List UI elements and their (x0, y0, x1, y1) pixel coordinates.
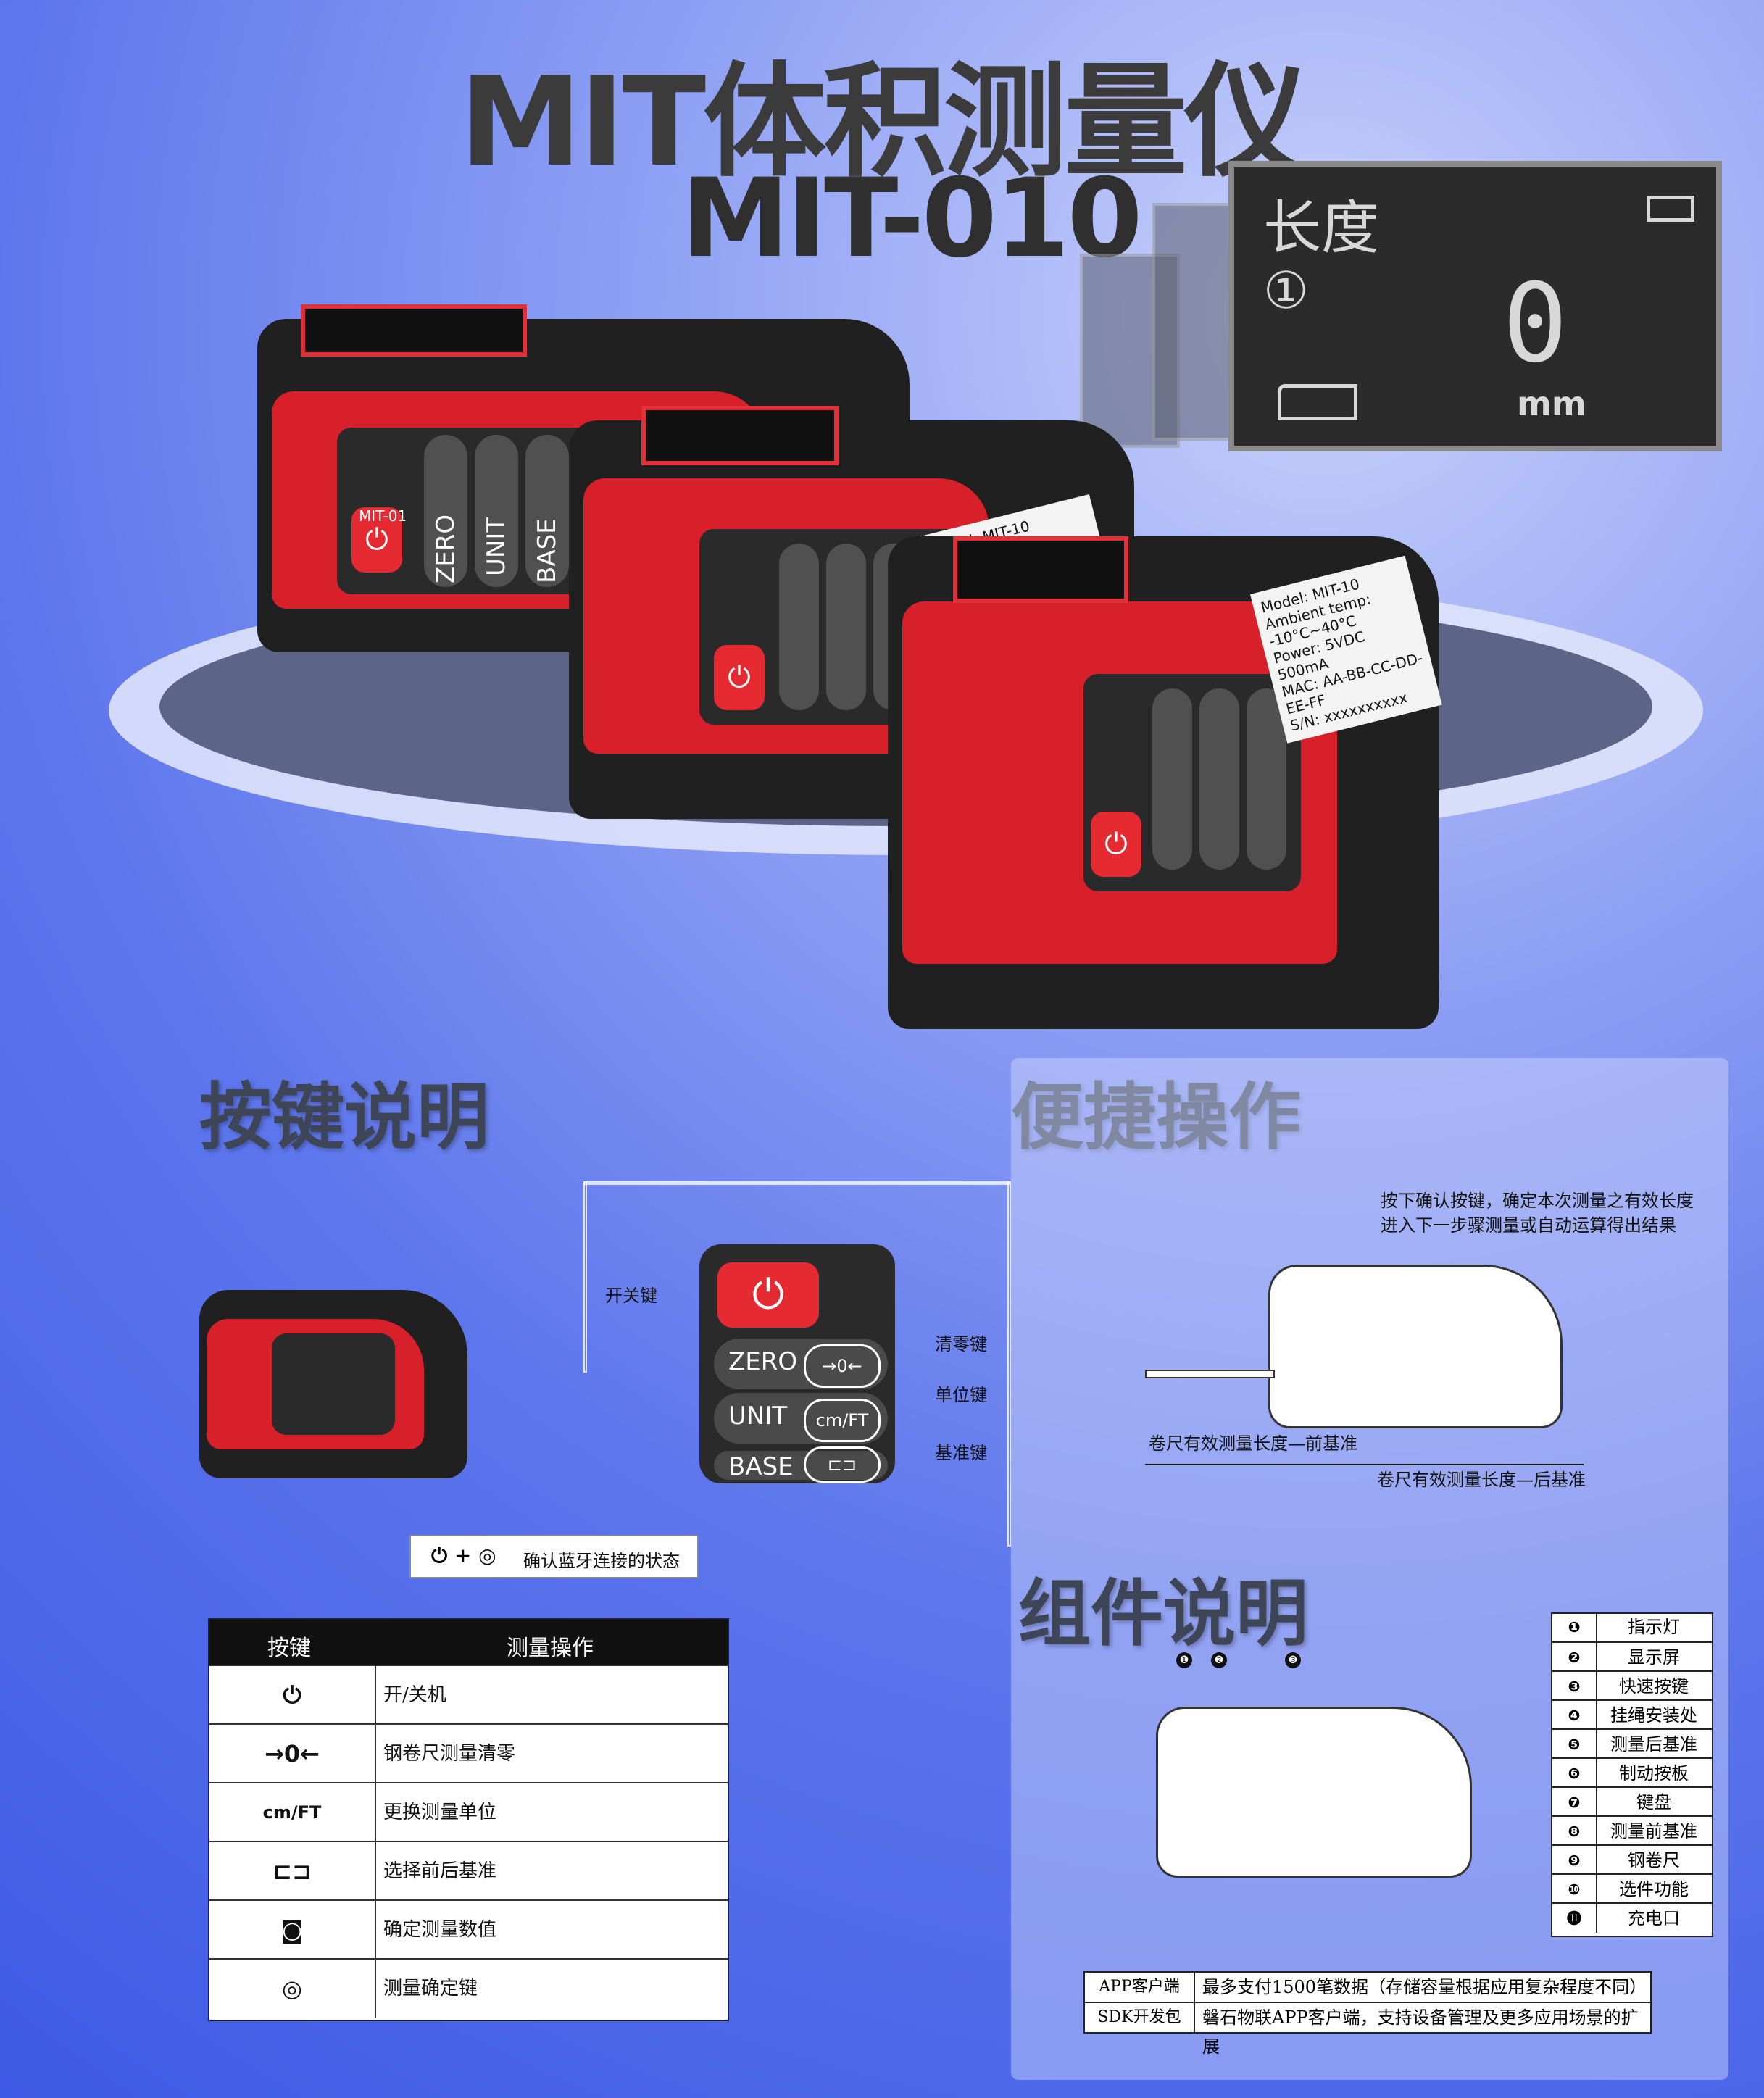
bluetooth-note-text: 确认蓝牙连接的状态 (523, 1551, 680, 1571)
callout-base: 基准键 (935, 1443, 987, 1463)
device-keypad: ⏻ (1083, 674, 1301, 891)
display-unit: mm (1517, 384, 1586, 423)
back-reference-label: 卷尺有效测量长度—后基准 (1377, 1470, 1586, 1490)
power-button-icon: ⏻ (351, 507, 402, 573)
callout-unit: 单位键 (935, 1385, 987, 1405)
device-brand: MIT-01 (359, 507, 407, 525)
key-panel: ⏻ ZERO→0← UNIT cm/FT BASE ⊏⊐ (699, 1244, 895, 1483)
power-key-icon: ⏻ (717, 1262, 819, 1328)
power-button-icon: ⏻ (1091, 812, 1141, 877)
callout-frame (1007, 1181, 1011, 1547)
unit-icon: cm/FT (209, 1783, 376, 1841)
quick-op-diagram (1268, 1265, 1563, 1428)
components-diagram (1156, 1707, 1472, 1878)
table-row: ⏻开/关机 (209, 1665, 728, 1724)
device-key-unit: UNIT (482, 517, 511, 576)
power-icon: ⏻ (209, 1666, 376, 1724)
section-title-components: 组件说明 (1018, 1571, 1308, 1656)
base-key-label: BASE (728, 1452, 794, 1481)
product-device-front: ⏻ Model: MIT-10 Ambient temp: -10°C~40°C… (888, 507, 1442, 1029)
page-title: MIT体积测量仪 (459, 51, 1307, 194)
model-title: MIT-010 (681, 156, 1143, 282)
bluetooth-note: ⏻ + ◎ 确认蓝牙连接的状态 (409, 1535, 699, 1578)
confirm-value-icon: ◙ (209, 1901, 376, 1959)
product-device-middle: ⏻ Model: MIT-10 Ambient temp: -10°C~40°C… (569, 391, 1134, 819)
app-table: APP客户端最多支付1500笔数据（存储容量根据应用复杂程度不同） SDK开发包… (1083, 1971, 1652, 2057)
tape-blade (1145, 1370, 1275, 1378)
zero-key-icon: →0← (804, 1344, 881, 1388)
device-display: 长度 ① 0 mm (1228, 161, 1722, 451)
section-title-quick: 便捷操作 (1011, 1075, 1301, 1160)
device-key-base: BASE (533, 518, 562, 583)
base-reference-icon (1278, 384, 1357, 420)
base-icon: ⊏⊐ (209, 1842, 376, 1900)
base-key-icon: ⊏⊐ (804, 1446, 881, 1483)
table-row: ⊏⊐选择前后基准 (209, 1841, 728, 1900)
zero-key-label: ZERO (728, 1347, 798, 1376)
quick-op-note: 按下确认按键，确定本次测量之有效长度 进入下一步骤测量或自动运算得出结果 (1381, 1191, 1694, 1236)
section-title-keys: 按键说明 (199, 1075, 489, 1160)
table-row: ◎测量确定键 (209, 1958, 728, 2018)
callout-frame (583, 1181, 1010, 1185)
table-header-key: 按键 (267, 1636, 311, 1661)
display-index: ① (1263, 261, 1309, 320)
marker-3: ❸ (1285, 1652, 1301, 1668)
device-key-zero: ZERO (431, 514, 460, 583)
table-row: APP客户端最多支付1500笔数据（存储容量根据应用复杂程度不同） (1085, 1973, 1650, 2002)
unit-key-label: UNIT (728, 1402, 788, 1431)
small-device (199, 1283, 467, 1478)
callout-frame (583, 1181, 587, 1373)
table-header-op: 测量操作 (507, 1636, 594, 1661)
callout-power: 开关键 (605, 1286, 657, 1306)
marker-2: ❷ (1211, 1652, 1227, 1668)
front-reference-label: 卷尺有效测量长度—前基准 (1149, 1433, 1357, 1454)
zero-icon: →0← (209, 1725, 376, 1783)
confirm-key-icon: ◎ (209, 1960, 376, 2018)
marker-1: ❶ (1176, 1652, 1192, 1668)
bluetooth-keys-icon: ⏻ + ◎ (431, 1544, 496, 1568)
table-row: ◙确定测量数值 (209, 1899, 728, 1959)
table-row: →0←钢卷尺测量清零 (209, 1723, 728, 1783)
measure-line (1145, 1464, 1584, 1465)
power-button-icon: ⏻ (714, 645, 765, 710)
display-length-label: 长度 (1263, 194, 1379, 262)
battery-icon (1647, 196, 1694, 222)
table-row: SDK开发包磐石物联APP客户端，支持设备管理及更多应用场景的扩展 (1085, 2002, 1650, 2057)
callout-zero: 清零键 (935, 1334, 987, 1354)
display-value: 0 (1502, 261, 1568, 387)
unit-key-icon: cm/FT (804, 1399, 881, 1442)
